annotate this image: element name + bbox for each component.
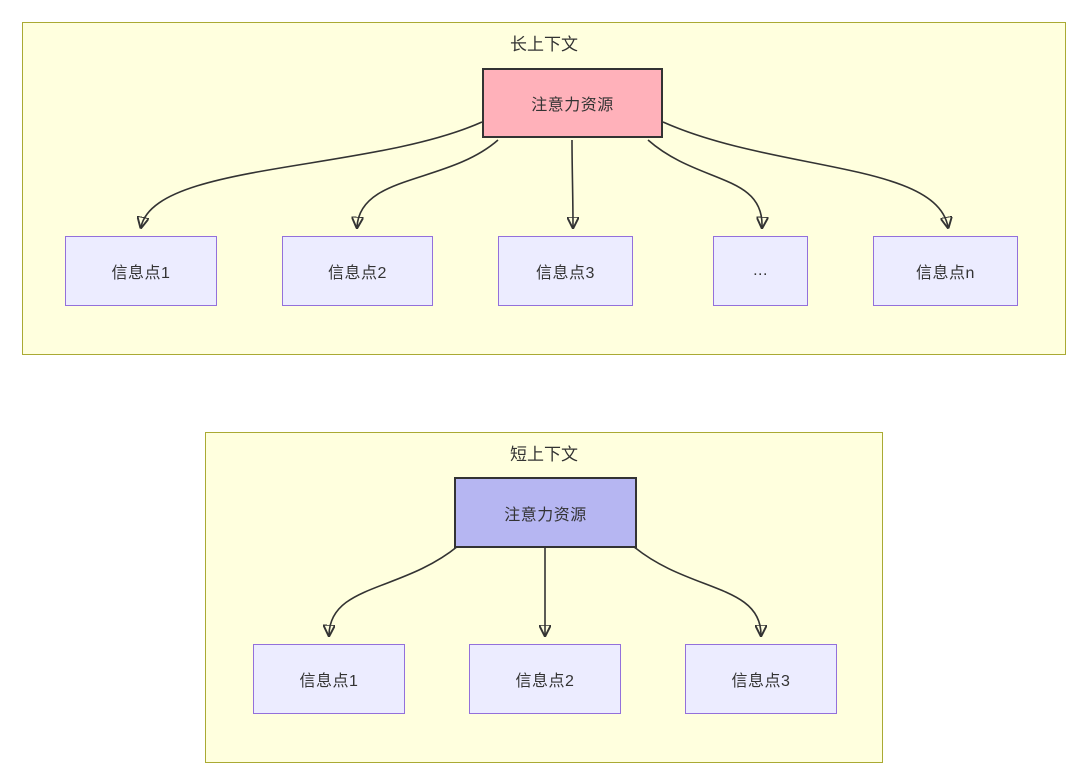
node-long-attention-resources: 注意力资源: [482, 68, 663, 138]
subgraph-long-context-title: 长上下文: [510, 35, 578, 54]
node-long-info-point-1: 信息点1: [65, 236, 217, 306]
node-long-info-point-ellipsis: ...: [713, 236, 808, 306]
subgraph-short-context-title: 短上下文: [510, 445, 578, 464]
node-short-attention-resources: 注意力资源: [454, 477, 637, 548]
node-short-info-point-2: 信息点2: [469, 644, 621, 714]
node-short-info-point-1: 信息点1: [253, 644, 405, 714]
node-long-info-point-n: 信息点n: [873, 236, 1018, 306]
node-long-info-point-2: 信息点2: [282, 236, 433, 306]
node-long-info-point-3: 信息点3: [498, 236, 633, 306]
node-short-info-point-3: 信息点3: [685, 644, 837, 714]
